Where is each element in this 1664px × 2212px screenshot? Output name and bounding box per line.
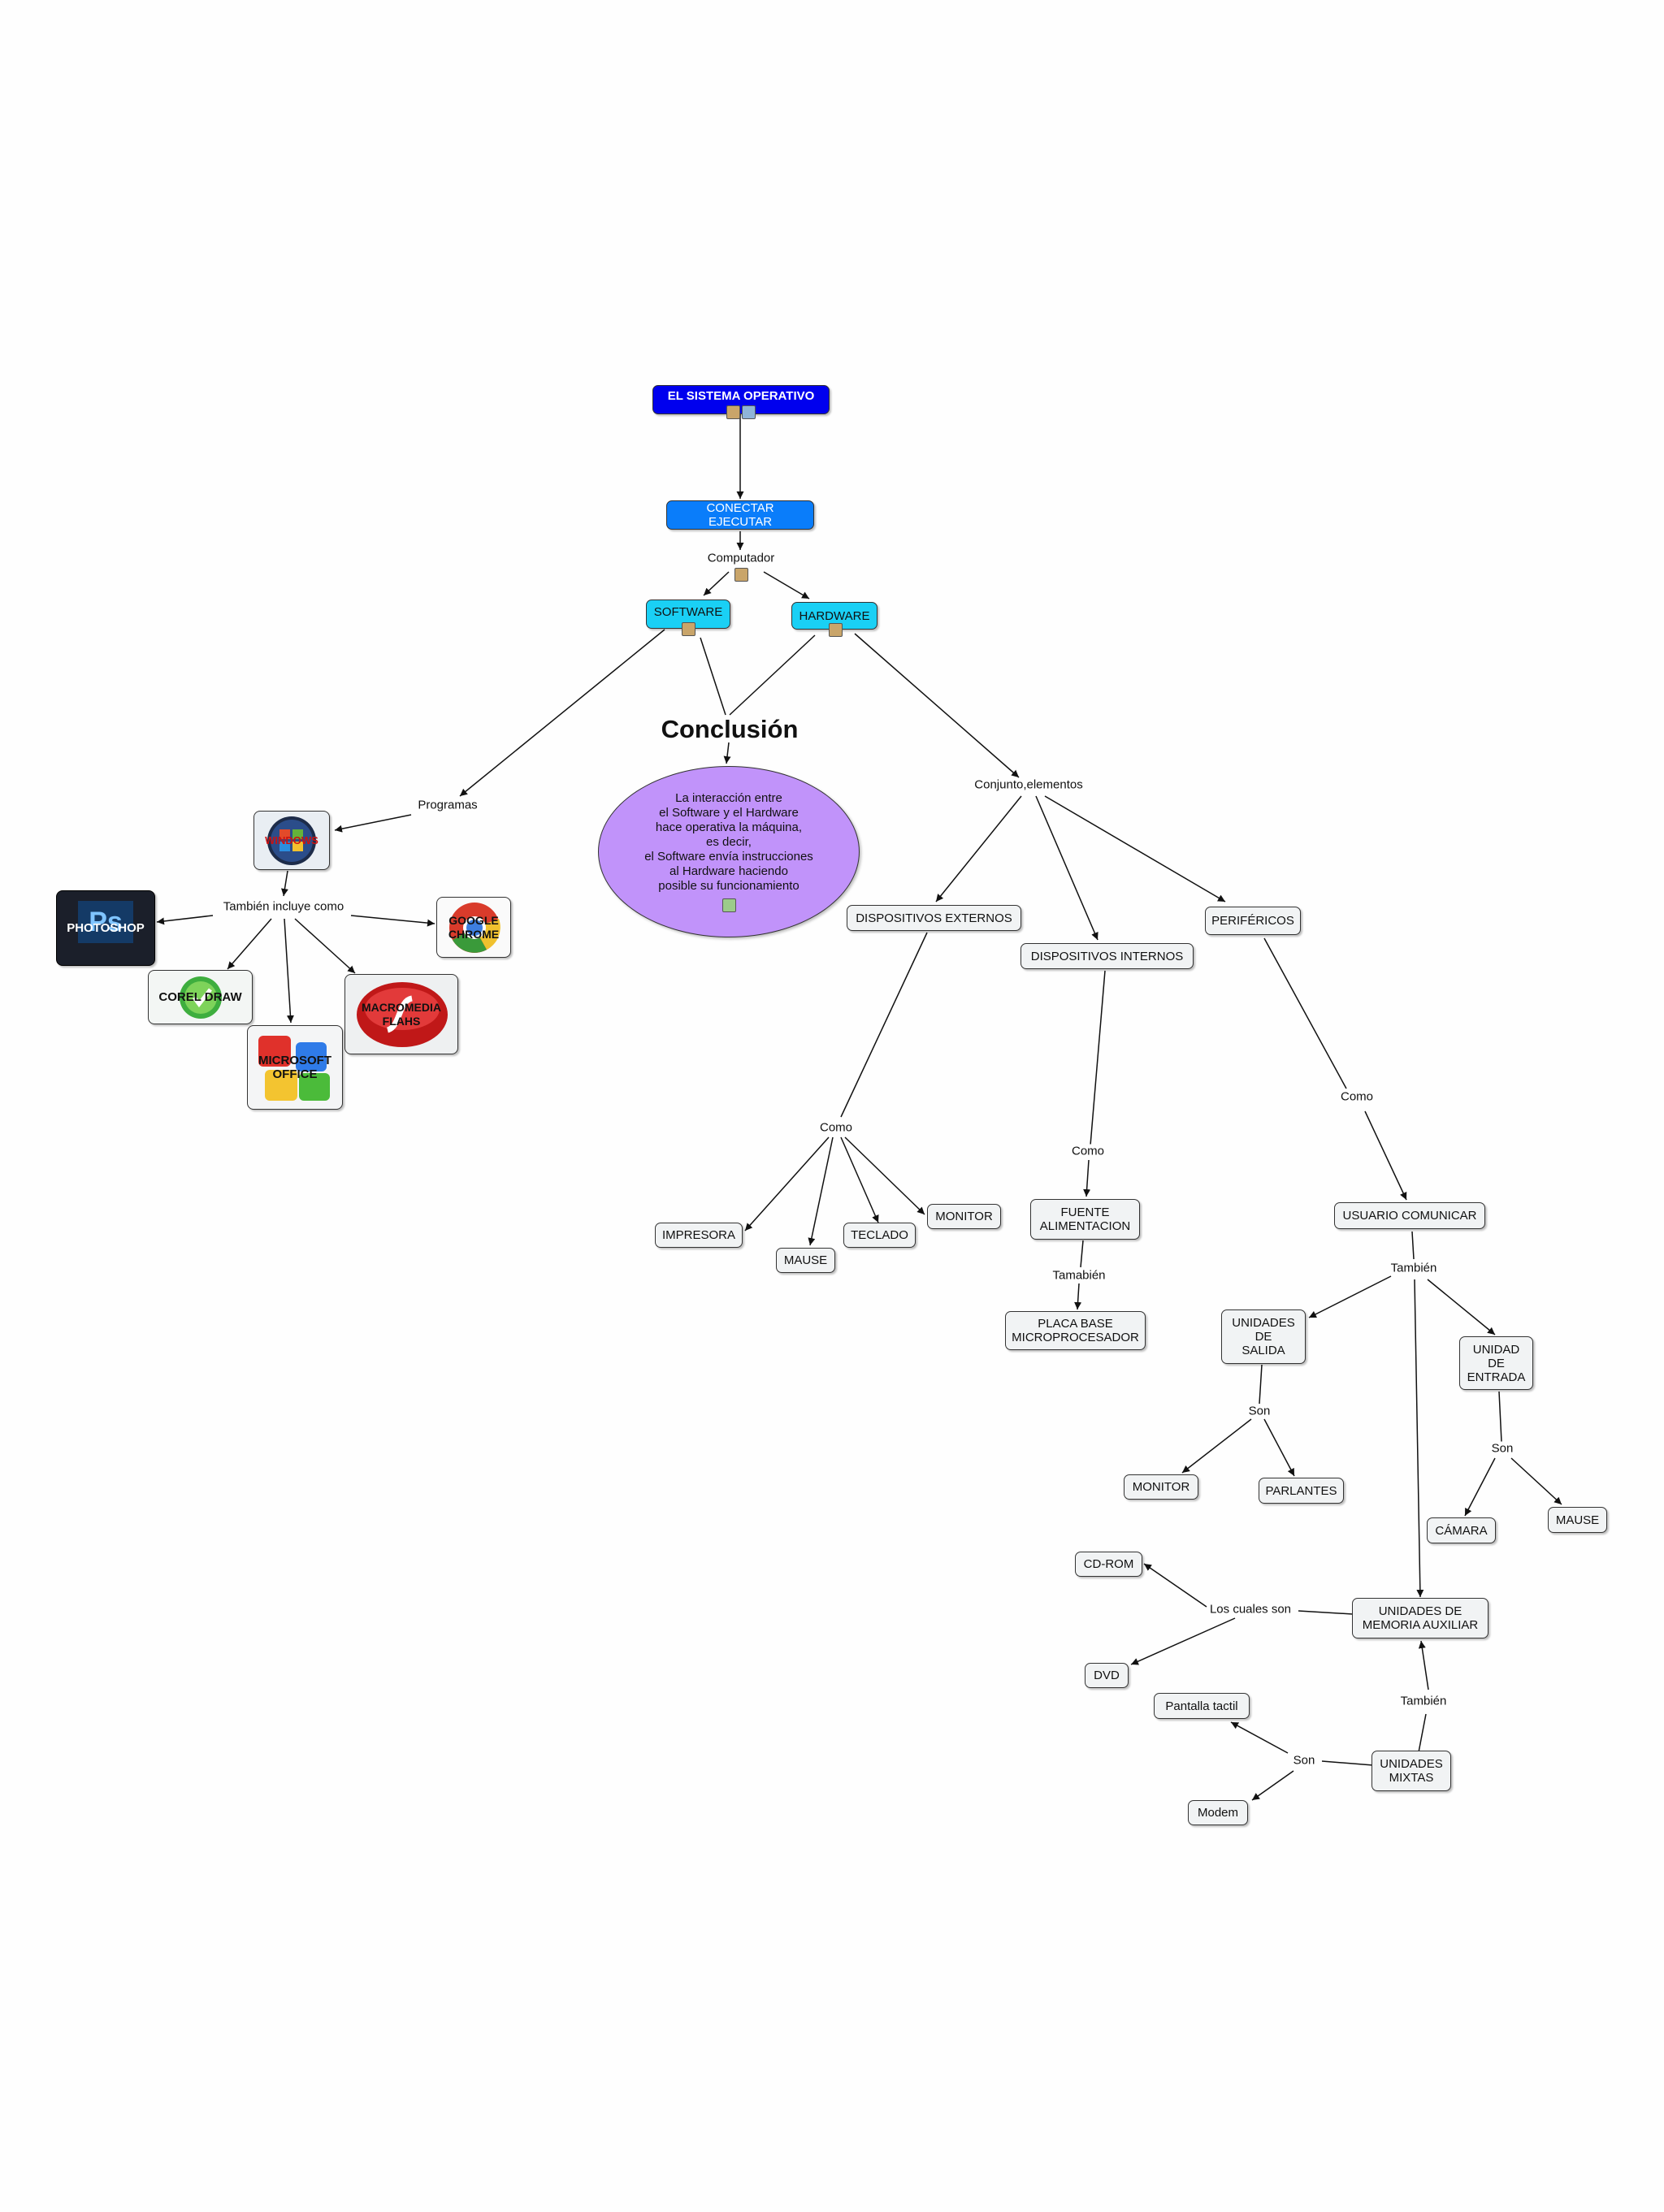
dispositivos-internos-node[interactable]: DISPOSITIVOS INTERNOS [1020,943,1194,969]
monitor-salida-label: MONITOR [1132,1480,1190,1494]
root-node[interactable]: EL SISTEMA OPERATIVO [652,385,830,419]
memoria-auxiliar-label: UNIDADES DE MEMORIA AUXILIAR [1362,1604,1479,1632]
conjunto-elementos-label: Conjunto,elementos [973,777,1085,792]
chrome-label: GOOGLE CHROME [448,913,500,941]
conectar-label: CONECTAR EJECUTAR [706,501,774,529]
document-icon[interactable] [734,568,748,582]
dispositivos-externos-node[interactable]: DISPOSITIVOS EXTERNOS [847,905,1021,931]
perifericos-label: PERIFÉRICOS [1211,914,1294,928]
monitor-externo-node[interactable]: MONITOR [927,1204,1001,1229]
impresora-node[interactable]: IMPRESORA [655,1223,743,1248]
photoshop-label: PHOTOSHOP [67,921,145,935]
document-icon[interactable] [829,623,843,637]
camara-node[interactable]: CÁMARA [1427,1517,1496,1543]
unidades-salida-label: UNIDADES DE SALIDA [1232,1316,1295,1357]
computador-label: Computador [705,551,777,565]
son-mixtas-label: Son [1291,1753,1317,1768]
macromedia-label: MACROMEDIA FLAHS [362,1000,441,1028]
chrome-node[interactable]: GOOGLE CHROME [436,897,511,958]
son-entrada-label: Son [1489,1441,1515,1456]
programas-label: Programas [416,798,479,812]
unidades-mixtas-node[interactable]: UNIDADES MIXTAS [1372,1751,1451,1791]
parlantes-label: PARLANTES [1265,1483,1337,1498]
placa-base-node[interactable]: PLACA BASE MICROPROCESADOR [1005,1311,1146,1350]
parlantes-node[interactable]: PARLANTES [1259,1478,1344,1504]
mause-externo-node[interactable]: MAUSE [776,1248,835,1273]
corel-label: COREL DRAW [158,990,242,1004]
tambien-usuario-label: También [1389,1261,1439,1275]
office-logo-icon [258,1036,330,1101]
mause-entrada-node[interactable]: MAUSE [1548,1507,1607,1533]
conclusion-ellipse[interactable]: La interacción entre el Software y el Ha… [598,766,860,937]
document-icon[interactable] [726,405,740,419]
note-icon[interactable] [722,898,736,912]
unidad-entrada-node[interactable]: UNIDAD DE ENTRADA [1459,1336,1533,1390]
office-label: MICROSOFT OFFICE [258,1054,332,1081]
monitor-externo-label: MONITOR [935,1210,993,1223]
dispositivos-externos-label: DISPOSITIVOS EXTERNOS [856,911,1012,925]
pantalla-tactil-node[interactable]: Pantalla tactil [1154,1693,1250,1719]
windows-label: WINDOWS [265,834,318,846]
tambien-mixtas-label: También [1398,1694,1449,1708]
monitor-salida-node[interactable]: MONITOR [1124,1474,1198,1500]
memoria-auxiliar-node[interactable]: UNIDADES DE MEMORIA AUXILIAR [1352,1598,1488,1638]
fuente-alimentacion-label: FUENTE ALIMENTACION [1039,1206,1131,1233]
mause-externo-label: MAUSE [783,1253,828,1267]
cd-rom-label: CD-ROM [1083,1557,1134,1571]
perifericos-node[interactable]: PERIFÉRICOS [1205,907,1301,935]
dvd-label: DVD [1094,1669,1120,1682]
placa-base-label: PLACA BASE MICROPROCESADOR [1012,1317,1139,1344]
modem-label: Modem [1197,1806,1239,1820]
fuente-alimentacion-node[interactable]: FUENTE ALIMENTACION [1030,1199,1140,1240]
tambien-incluye-label: También incluye como [221,899,346,914]
software-node[interactable]: SOFTWARE [646,600,730,629]
los-cuales-son-label: Los cuales son [1207,1602,1294,1617]
dvd-node[interactable]: DVD [1085,1663,1129,1688]
unidades-mixtas-label: UNIDADES MIXTAS [1380,1757,1443,1785]
document-icon[interactable] [682,622,696,636]
image-icon[interactable] [742,405,756,419]
pantalla-tactil-label: Pantalla tactil [1165,1699,1238,1713]
camara-label: CÁMARA [1435,1523,1488,1538]
corel-node[interactable]: COREL DRAW [148,970,253,1024]
cd-rom-node[interactable]: CD-ROM [1075,1552,1142,1577]
macromedia-node[interactable]: MACROMEDIA FLAHS [344,974,458,1054]
como-perifericos-label: Como [1338,1089,1376,1104]
dispositivos-internos-label: DISPOSITIVOS INTERNOS [1030,949,1184,963]
windows-node[interactable]: WINDOWS [254,811,330,870]
son-salida-label: Son [1246,1404,1272,1418]
unidades-salida-node[interactable]: UNIDADES DE SALIDA [1221,1309,1306,1364]
conclusion-text: La interacción entre el Software y el Ha… [644,791,813,893]
hardware-label: HARDWARE [799,608,870,623]
conectar-ejecutar-node[interactable]: CONECTAR EJECUTAR [666,500,814,530]
macromedia-logo-icon [357,982,448,1047]
usuario-comunicar-label: USUARIO COMUNICAR [1342,1209,1477,1223]
mause-entrada-label: MAUSE [1555,1513,1600,1527]
office-node[interactable]: MICROSOFT OFFICE [247,1025,343,1110]
chrome-logo-icon [449,903,500,953]
teclado-label: TECLADO [851,1228,908,1242]
modem-node[interactable]: Modem [1188,1800,1248,1825]
software-label: SOFTWARE [653,605,723,619]
usuario-comunicar-node[interactable]: USUARIO COMUNICAR [1334,1202,1485,1229]
como-externos-label: Como [817,1120,855,1135]
root-label: EL SISTEMA OPERATIVO [667,389,815,403]
como-internos-label: Como [1069,1144,1107,1158]
conclusion-title: Conclusión [661,715,799,743]
photoshop-node[interactable]: Ps PHOTOSHOP [56,890,155,966]
hardware-node[interactable]: HARDWARE [791,602,878,630]
photoshop-logo-icon: Ps [78,901,133,943]
windows-logo-icon [267,816,316,865]
tambien-internos-label: Tamabién [1051,1268,1107,1283]
corel-logo-icon [180,976,222,1019]
impresora-label: IMPRESORA [662,1228,736,1242]
teclado-node[interactable]: TECLADO [843,1223,916,1248]
unidad-entrada-label: UNIDAD DE ENTRADA [1467,1342,1526,1384]
